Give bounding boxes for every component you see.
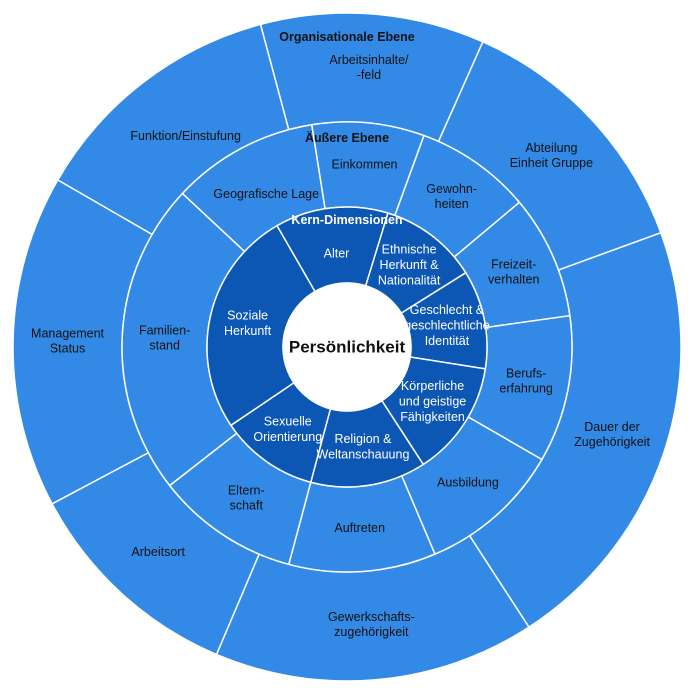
center-label: Persönlichkeit xyxy=(289,337,406,356)
ring-1-label: Funktion/Einstufung xyxy=(130,129,241,143)
ring-2-label: Ausbildung xyxy=(437,476,499,490)
ring-3-label: Religion &Weltanschauung xyxy=(317,432,410,462)
ring-1-label: Gewerkschafts-zugehörigkeit xyxy=(328,610,415,639)
ring-2-label: Familien-stand xyxy=(139,324,190,353)
center-circle xyxy=(282,282,412,412)
ring-1-label: Arbeitsort xyxy=(131,545,185,559)
ring-2-label: Geografische Lage xyxy=(213,187,319,201)
ring-2-title: Äußere Ebene xyxy=(305,130,389,145)
rings-layer xyxy=(12,12,682,682)
ring-3-title: Kern-Dimensionen xyxy=(291,213,402,227)
ring-1-title: Organisationale Ebene xyxy=(279,30,415,44)
ring-2-label: Freizeit-verhalten xyxy=(488,258,539,287)
ring-2-label: Einkommen xyxy=(331,158,397,172)
ring-2-label: Berufs-erfahrung xyxy=(499,367,553,396)
ring-2-label: Auftreten xyxy=(334,521,385,535)
ring-2-label: Eltern-schaft xyxy=(228,484,265,513)
labels-layer: Funktion/Einstufung Arbeitsinhalte/-feldA… xyxy=(31,30,650,639)
ring-3-label: Alter xyxy=(324,247,350,261)
ring-1-label: Arbeitsinhalte/-feld xyxy=(329,53,409,82)
ring-2-label: Gewohn-heiten xyxy=(426,182,477,211)
